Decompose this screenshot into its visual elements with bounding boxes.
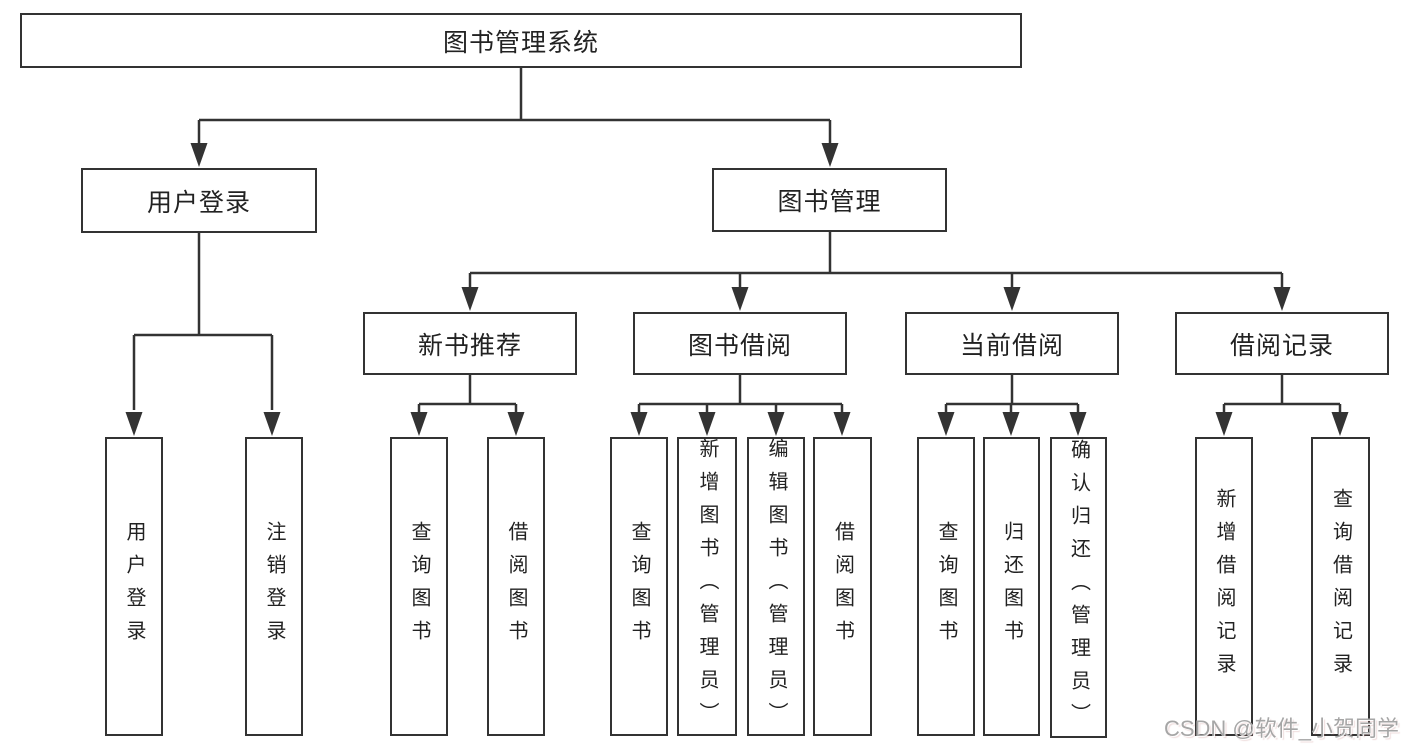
leaf-return-books: 归还图书 bbox=[983, 437, 1040, 736]
leaf-add-books-admin: 新增图书（管理员） bbox=[677, 437, 737, 736]
csdn-watermark: CSDN @软件_小贺同学 bbox=[1163, 716, 1399, 741]
node-borrow-records-label: 借阅记录 bbox=[1229, 331, 1334, 360]
node-new-book-recommend-label: 新书推荐 bbox=[417, 331, 522, 360]
leaf-edit-books-admin: 编辑图书（管理员） bbox=[747, 437, 805, 736]
leaf-query-borrow-record-label: 查询借阅记录 bbox=[1329, 487, 1352, 686]
node-root-system: 图书管理系统 bbox=[20, 13, 1022, 68]
leaf-edit-books-admin-label: 编辑图书（管理员） bbox=[765, 438, 787, 735]
leaf-add-borrow-record: 新增借阅记录 bbox=[1195, 437, 1253, 736]
node-current-borrow-label: 当前借阅 bbox=[959, 331, 1064, 360]
leaf-query-books-current-label: 查询图书 bbox=[935, 520, 957, 653]
leaf-query-books-current: 查询图书 bbox=[917, 437, 975, 736]
leaf-query-books-recommend-label: 查询图书 bbox=[408, 520, 430, 653]
node-book-management: 图书管理 bbox=[712, 168, 947, 232]
leaf-add-borrow-record-label: 新增借阅记录 bbox=[1213, 487, 1235, 686]
node-current-borrow: 当前借阅 bbox=[905, 312, 1119, 375]
leaf-confirm-return-admin-label: 确认归还（管理员） bbox=[1067, 439, 1090, 736]
leaf-return-books-label: 归还图书 bbox=[1000, 520, 1023, 653]
leaf-logout-login-label: 注销登录 bbox=[263, 520, 285, 653]
leaf-query-borrow-record: 查询借阅记录 bbox=[1311, 437, 1370, 736]
leaf-borrow-books-recommend: 借阅图书 bbox=[487, 437, 545, 736]
node-user-login-label: 用户登录 bbox=[146, 188, 251, 217]
node-user-login: 用户登录 bbox=[81, 168, 317, 233]
node-book-management-label: 图书管理 bbox=[777, 188, 882, 216]
leaf-user-login-label: 用户登录 bbox=[123, 520, 145, 653]
node-book-borrow-label: 图书借阅 bbox=[687, 331, 792, 360]
leaf-query-books-recommend: 查询图书 bbox=[390, 437, 448, 736]
node-borrow-records: 借阅记录 bbox=[1175, 312, 1389, 375]
node-root-label: 图书管理系统 bbox=[442, 28, 599, 57]
node-new-book-recommend: 新书推荐 bbox=[363, 312, 577, 375]
leaf-borrow-books-recommend-label: 借阅图书 bbox=[505, 520, 527, 653]
leaf-borrow-books: 借阅图书 bbox=[813, 437, 872, 736]
node-book-borrow: 图书借阅 bbox=[633, 312, 847, 375]
leaf-query-books-borrow-label: 查询图书 bbox=[628, 520, 650, 653]
leaf-confirm-return-admin: 确认归还（管理员） bbox=[1050, 437, 1107, 738]
leaf-user-login: 用户登录 bbox=[105, 437, 163, 736]
leaf-query-books-borrow: 查询图书 bbox=[610, 437, 668, 736]
leaf-add-books-admin-label: 新增图书（管理员） bbox=[696, 438, 718, 735]
leaf-borrow-books-label: 借阅图书 bbox=[831, 520, 854, 653]
leaf-logout-login: 注销登录 bbox=[245, 437, 303, 736]
